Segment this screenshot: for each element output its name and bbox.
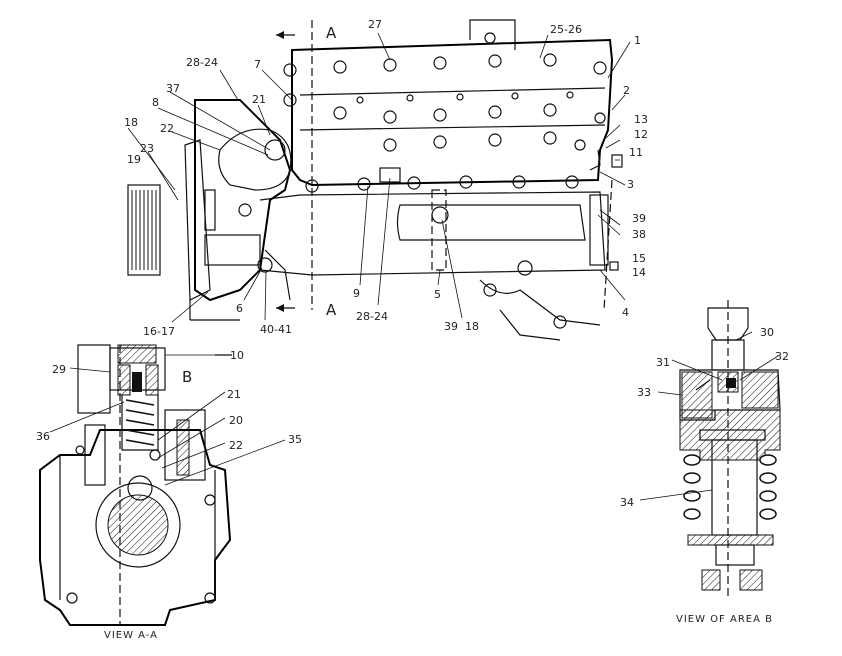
callout-22-top: 22 — [160, 122, 174, 135]
callout-38: 38 — [632, 228, 646, 241]
callout-10: 10 — [230, 349, 244, 362]
callout-6: 6 — [236, 302, 243, 315]
engine-block — [259, 191, 606, 276]
callout-23: 23 — [140, 142, 154, 155]
callout-39: 39 — [632, 212, 646, 225]
callout-8: 8 — [152, 96, 159, 109]
callout-2: 2 — [623, 84, 630, 97]
callout-11: 11 — [629, 146, 643, 159]
gear-cover — [184, 139, 211, 301]
cylinder-head-outline — [291, 38, 614, 187]
main-view — [127, 19, 623, 341]
callout-4: 4 — [622, 306, 629, 319]
leader-lines — [49, 32, 779, 501]
callout-18-left: 18 — [124, 116, 138, 129]
callout-30: 30 — [760, 326, 774, 339]
plunger-bore — [121, 395, 159, 451]
section-mark-a-top: A — [326, 24, 337, 42]
callout-34: 34 — [620, 496, 634, 509]
camshaft-bore — [95, 482, 181, 568]
callout-9: 9 — [353, 287, 360, 300]
view-area-b — [679, 300, 781, 600]
section-mark-b: B — [182, 368, 192, 386]
callout-28-24-bottom: 28-24 — [356, 310, 388, 323]
caption-view-aa: VIEW A-A — [104, 630, 158, 641]
callout-21-top: 21 — [252, 93, 266, 106]
callout-5: 5 — [434, 288, 441, 301]
callout-25-26: 25-26 — [550, 23, 582, 36]
callout-32: 32 — [775, 350, 789, 363]
callout-29: 29 — [52, 363, 66, 376]
callout-36: 36 — [36, 430, 50, 443]
callout-39-bottom: 39 — [444, 320, 458, 333]
callout-14: 14 — [632, 266, 646, 279]
callout-21-view: 21 — [227, 388, 241, 401]
callout-33: 33 — [637, 386, 651, 399]
plunger-spring — [125, 399, 155, 446]
view-aa: B — [39, 344, 232, 626]
caption-view-b: VIEW OF AREA B — [676, 614, 773, 625]
callout-12: 12 — [634, 128, 648, 141]
callout-16-17: 16-17 — [143, 325, 175, 338]
callout-7: 7 — [254, 58, 261, 71]
return-spring — [683, 454, 777, 520]
section-mark-a-bottom: A — [326, 301, 337, 319]
side-cover — [77, 344, 111, 414]
camshaft — [107, 494, 169, 556]
callout-28-24-top: 28-24 — [186, 56, 218, 69]
callout-35: 35 — [288, 433, 302, 446]
callout-40-41: 40-41 — [260, 323, 292, 336]
callout-20: 20 — [229, 414, 243, 427]
drive-gear — [127, 184, 161, 276]
callout-37: 37 — [166, 82, 180, 95]
callout-labels: 1 2 13 12 11 3 39 38 15 14 4 25-26 27 7 … — [36, 18, 789, 509]
lifting-bracket — [469, 19, 516, 50]
callout-27: 27 — [368, 18, 382, 31]
callout-31: 31 — [656, 356, 670, 369]
callout-13: 13 — [634, 113, 648, 126]
head-bolts — [283, 53, 607, 152]
callout-18-bottom: 18 — [465, 320, 479, 333]
callout-1: 1 — [634, 34, 641, 47]
callout-19: 19 — [127, 153, 141, 166]
callout-22-view: 22 — [229, 439, 243, 452]
callout-15: 15 — [632, 252, 646, 265]
manifold-bolts — [305, 175, 579, 193]
callout-3: 3 — [627, 178, 634, 191]
